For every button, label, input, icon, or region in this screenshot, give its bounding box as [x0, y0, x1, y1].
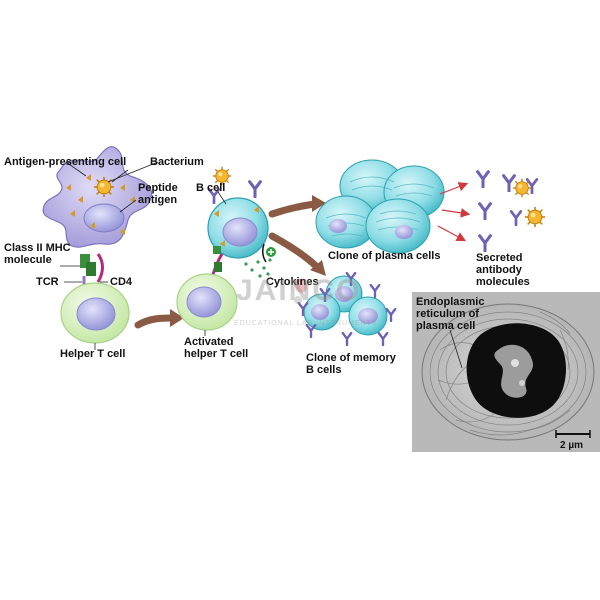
- label-clone-plasma-cells: Clone of plasma cells: [328, 250, 441, 262]
- memory-b-cell-clone: [297, 271, 397, 346]
- antigen-presenting-cell: [42, 146, 153, 248]
- label-peptide-antigen: Peptide antigen: [138, 182, 178, 206]
- label-bacterium: Bacterium: [150, 156, 204, 168]
- er-leader-line: [449, 329, 463, 369]
- label-antigen-presenting-cell: Antigen-presenting cell: [4, 156, 127, 168]
- cytokine-dots: [244, 258, 272, 278]
- watermark-logo-mark: [294, 278, 308, 304]
- arrow-activation: [134, 314, 176, 329]
- label-tcr: TCR: [36, 276, 59, 288]
- label-helper-t-cell: Helper T cell: [60, 348, 126, 360]
- label-b-cell: B cell: [196, 182, 226, 194]
- bacterium-icon: [93, 176, 115, 198]
- helper-t-cell: [60, 282, 130, 350]
- arrow-to-plasma: [268, 200, 318, 218]
- plasma-cell-clone: [315, 159, 445, 254]
- watermark-logo-text: JAINCO: [236, 274, 362, 307]
- b-cell: [207, 166, 276, 278]
- label-secreted-antibody: Secreted antibody molecules: [476, 252, 530, 288]
- label-er-plasma-cell: Endoplasmic reticulum of plasma cell: [416, 296, 485, 332]
- watermark-subtitle: EDUCATIONAL LAB INSTRUMENTS: [234, 320, 378, 327]
- label-scale-bar: 2 µm: [560, 440, 583, 451]
- label-class-ii-mhc: Class II MHC molecule: [4, 242, 71, 266]
- label-cytokines: Cytokines: [266, 276, 319, 288]
- label-activated-helper-t-cell: Activated helper T cell: [184, 336, 249, 360]
- arrow-to-memory: [268, 232, 322, 272]
- activated-helper-t-cell: [176, 253, 238, 336]
- label-cd4: CD4: [110, 276, 133, 288]
- em-micrograph: [412, 292, 600, 452]
- secreted-antibodies: [437, 170, 546, 252]
- label-clone-memory-b-cells: Clone of memory B cells: [306, 352, 396, 376]
